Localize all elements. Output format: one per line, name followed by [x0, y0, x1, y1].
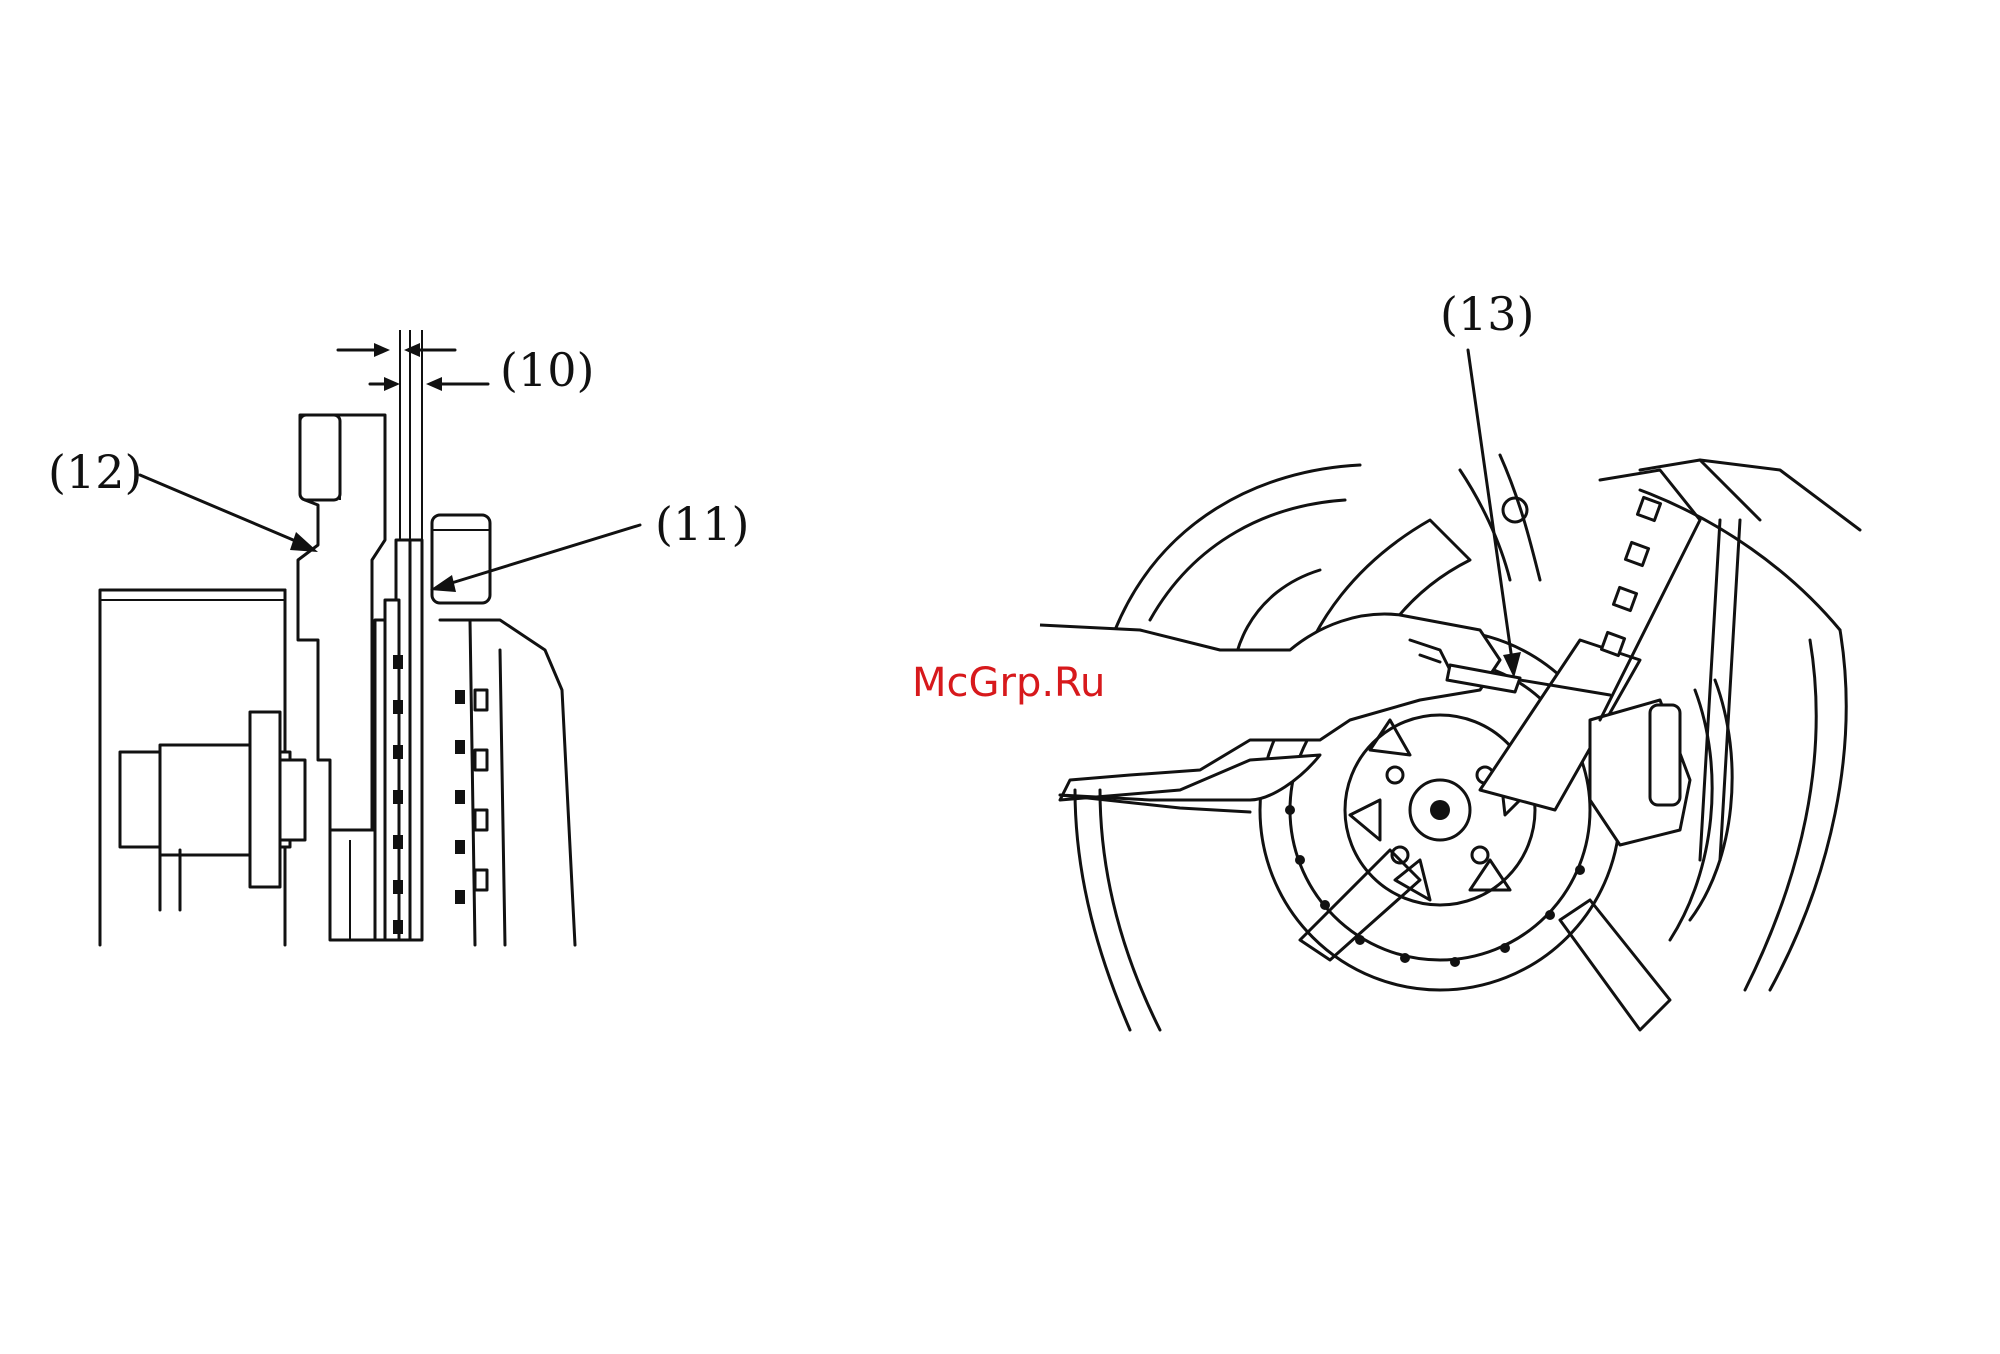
left-panel-caliper-section: (10) (11) (12) — [48, 330, 749, 945]
watermark: McGrp.Ru — [912, 660, 1105, 706]
right-panel-front-wheel: (13) — [1040, 287, 1860, 1030]
callout-11: (11) — [655, 497, 749, 551]
callout-12: (12) — [48, 445, 142, 499]
fork-hatching — [1601, 497, 1660, 655]
leader-12 — [140, 475, 318, 552]
dimension-10 — [338, 343, 488, 391]
callout-10: (10) — [500, 343, 594, 397]
axle-spindle — [120, 712, 305, 910]
callout-13: (13) — [1440, 287, 1534, 341]
caliper-bracket — [298, 415, 385, 940]
fork-and-caliper — [1460, 455, 1860, 860]
